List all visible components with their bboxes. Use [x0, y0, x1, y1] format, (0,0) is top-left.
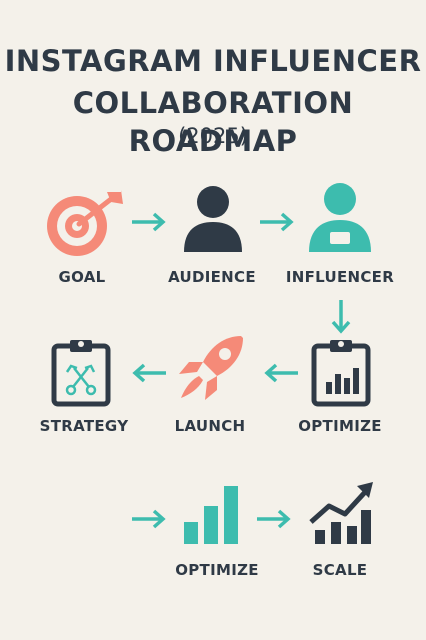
arrow-goal-to-audience: [132, 212, 166, 232]
person-icon: [184, 186, 242, 252]
growth-chart-icon: [309, 482, 373, 544]
target-icon: [47, 190, 123, 256]
bar-chart-icon: [184, 486, 238, 544]
arrow-influencer-to-optimize: [331, 300, 351, 334]
arrow-optimize-to-launch: [264, 363, 298, 383]
arrow-into-optimize: [132, 509, 166, 529]
step-label-strategy: STRATEGY: [39, 417, 129, 435]
step-label-optimize-2: OPTIMIZE: [175, 561, 259, 579]
step-label-goal: GOAL: [58, 268, 106, 286]
title-line-2: COLLABORATION ROADMAP: [72, 86, 354, 158]
subtitle: (2025): [178, 124, 248, 148]
rocket-icon: [179, 336, 243, 400]
step-label-launch: LAUNCH: [174, 417, 246, 435]
clipboard-plan-icon: [51, 340, 111, 407]
step-label-influencer: INFLUENCER: [285, 268, 395, 286]
arrow-optimize-to-scale: [257, 509, 291, 529]
step-label-scale: SCALE: [312, 561, 368, 579]
arrow-launch-to-strategy: [132, 363, 166, 383]
step-label-optimize-1: OPTIMIZE: [298, 417, 382, 435]
arrow-audience-to-influencer: [260, 212, 294, 232]
influencer-icon: [309, 183, 371, 252]
step-label-audience: AUDIENCE: [168, 268, 256, 286]
clipboard-chart-icon: [311, 340, 371, 407]
title-line-1: INSTAGRAM INFLUENCER: [4, 44, 422, 78]
